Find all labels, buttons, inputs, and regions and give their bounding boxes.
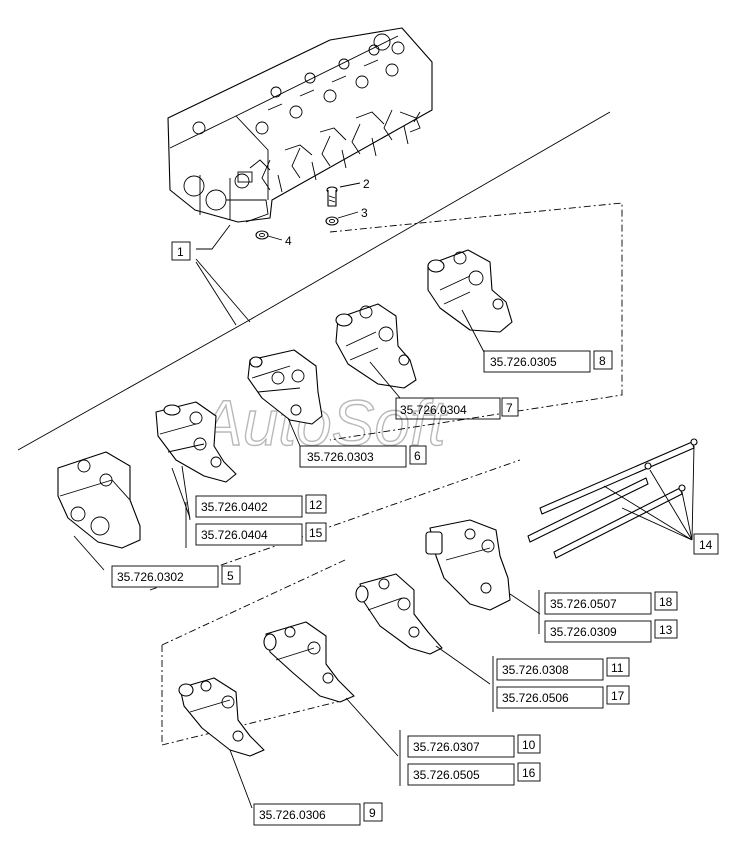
lower-assembly-frame — [161, 559, 346, 746]
svg-text:16: 16 — [522, 766, 536, 780]
svg-text:11: 11 — [611, 661, 624, 675]
nut — [255, 230, 269, 240]
part-label-13: 35.726.0309 13 — [544, 619, 678, 643]
section-valve-9 — [178, 677, 265, 757]
part-label-17: 35.726.0506 17 — [496, 685, 630, 709]
svg-text:15: 15 — [309, 526, 323, 540]
svg-text:35.726.0307: 35.726.0307 — [413, 740, 480, 754]
svg-text:14: 14 — [699, 538, 713, 552]
bolt — [326, 186, 338, 207]
tie-rods — [527, 438, 698, 559]
part-label-5: 35.726.0302 5 — [111, 565, 241, 588]
section-valve-11-17 — [355, 573, 443, 655]
leader-lines — [73, 182, 695, 809]
svg-text:1: 1 — [177, 245, 184, 259]
svg-text:35.726.0404: 35.726.0404 — [201, 528, 268, 542]
svg-text:35.726.0402: 35.726.0402 — [201, 500, 268, 514]
svg-text:6: 6 — [414, 449, 421, 463]
svg-text:13: 13 — [659, 623, 673, 637]
part-label-9: 35.726.0306 9 — [253, 802, 383, 826]
svg-text:7: 7 — [506, 401, 513, 415]
section-valve-6 — [247, 349, 323, 425]
section-valve-12-15 — [155, 401, 237, 483]
svg-text:8: 8 — [599, 354, 606, 368]
section-divider-line — [17, 111, 611, 451]
svg-text:35.726.0308: 35.726.0308 — [502, 663, 569, 677]
part-label-12: 35.726.0402 12 — [195, 494, 327, 518]
svg-text:18: 18 — [659, 595, 673, 609]
svg-text:2: 2 — [363, 177, 370, 191]
svg-text:35.726.0303: 35.726.0303 — [307, 450, 374, 464]
section-valve-10-16 — [263, 621, 355, 703]
callout-1: 1 — [171, 241, 191, 261]
svg-text:10: 10 — [522, 738, 536, 752]
section-valve-18-13 — [425, 519, 511, 611]
upper-assembly-frame — [329, 202, 623, 441]
part-label-8: 35.726.0305 8 — [483, 350, 613, 373]
svg-text:12: 12 — [309, 498, 323, 512]
callout-14: 14 — [693, 533, 719, 555]
part-label-18: 35.726.0507 18 — [544, 591, 678, 615]
svg-text:9: 9 — [369, 806, 376, 820]
svg-text:35.726.0309: 35.726.0309 — [550, 625, 617, 639]
svg-text:3: 3 — [361, 206, 368, 220]
svg-text:35.726.0505: 35.726.0505 — [413, 768, 480, 782]
part-label-6: 35.726.0303 6 — [299, 445, 427, 468]
part-label-10: 35.726.0307 10 — [407, 734, 541, 758]
part-label-11: 35.726.0308 11 — [496, 657, 630, 681]
part-label-15: 35.726.0404 15 — [195, 522, 327, 546]
inlet-cover-5 — [57, 451, 141, 549]
svg-text:35.726.0506: 35.726.0506 — [502, 691, 569, 705]
part-label-7: 35.726.0304 7 — [395, 397, 519, 420]
svg-text:35.726.0302: 35.726.0302 — [117, 570, 184, 584]
callout-4: 4 — [285, 234, 292, 248]
part-label-16: 35.726.0505 16 — [407, 762, 541, 786]
section-valve-8 — [427, 249, 513, 333]
callout-3: 3 — [361, 206, 368, 220]
callout-2: 2 — [363, 177, 370, 191]
main-valve-block — [167, 27, 433, 223]
washer — [325, 216, 339, 226]
svg-text:35.726.0304: 35.726.0304 — [400, 403, 467, 417]
svg-text:35.726.0305: 35.726.0305 — [490, 355, 557, 369]
svg-text:35.726.0306: 35.726.0306 — [259, 808, 326, 822]
svg-text:4: 4 — [285, 234, 292, 248]
svg-text:5: 5 — [227, 569, 234, 583]
svg-text:17: 17 — [611, 689, 625, 703]
section-valve-7 — [335, 303, 417, 389]
svg-text:35.726.0507: 35.726.0507 — [550, 597, 617, 611]
